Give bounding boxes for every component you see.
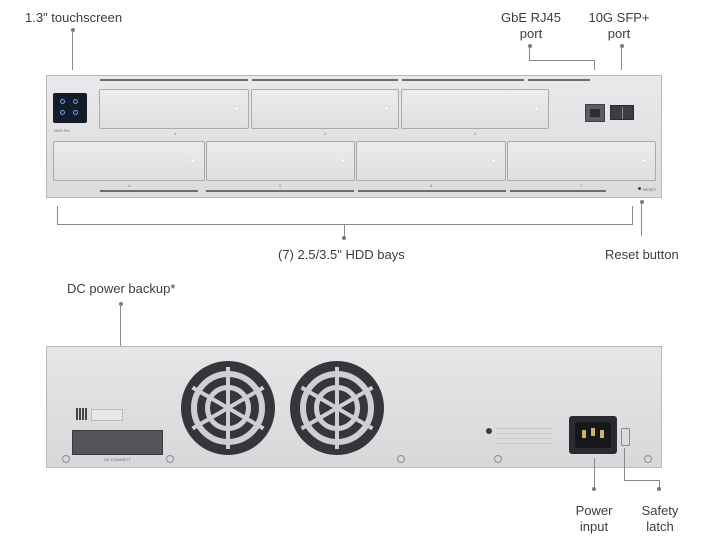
latch-callout-line-a (624, 448, 625, 480)
bay-number: 2 (324, 131, 327, 136)
dc-connect-text: DC CONNECT (104, 457, 131, 462)
front-vent-slot (206, 190, 354, 192)
power-callout-line (594, 458, 595, 488)
regulatory-marks (496, 424, 552, 444)
screw-icon (644, 455, 652, 463)
front-vent-slot (528, 79, 590, 81)
reset-text: RESET (643, 187, 657, 192)
rj45-callout-line-a (529, 46, 530, 60)
power-input-label: Power input (566, 503, 622, 535)
front-vent-slot (510, 190, 606, 192)
touchscreen-callout-dot (71, 28, 75, 32)
sfp-callout-dot (620, 44, 624, 48)
latch-callout-line-b (624, 480, 660, 481)
latch-callout-dot (657, 487, 661, 491)
reset-callout-dot (640, 200, 644, 204)
sfp-port[interactable] (610, 105, 634, 120)
hdd-bracket-left (57, 206, 58, 224)
bay-number: 1 (174, 131, 177, 136)
rj45-callout-line-b (529, 60, 595, 61)
rj45-port-label-text: GbE RJ45 port (501, 10, 561, 41)
power-input-socket[interactable] (569, 416, 617, 454)
hdd-callout-line (344, 225, 345, 237)
bay-number: 3 (474, 131, 477, 136)
hdd-bay-2[interactable] (251, 89, 399, 129)
touchscreen-callout-line (72, 30, 73, 70)
cooling-fan-2 (290, 361, 384, 455)
touchscreen-display[interactable] (53, 93, 87, 123)
front-vent-slot (100, 190, 198, 192)
rj45-port-label: GbE RJ45 port (500, 10, 562, 42)
front-vent-slot (402, 79, 524, 81)
hdd-bay-3[interactable] (401, 89, 549, 129)
screw-icon (397, 455, 405, 463)
front-vent-slot (100, 79, 248, 81)
serial-label (91, 409, 123, 421)
hdd-bay-4[interactable] (53, 141, 205, 181)
reset-button[interactable] (638, 187, 641, 190)
rj45-callout-line-c (594, 60, 595, 70)
dc-power-port[interactable] (72, 430, 163, 455)
front-vent-slot (358, 190, 506, 192)
latch-callout-line-c (659, 480, 660, 488)
hdd-callout-dot (342, 236, 346, 240)
hdd-bracket-right (632, 206, 633, 224)
bay-number: 4 (128, 183, 131, 188)
hdd-bay-1[interactable] (99, 89, 249, 129)
reset-callout-line (641, 202, 642, 236)
hdd-bay-5[interactable] (206, 141, 355, 181)
power-callout-dot (592, 487, 596, 491)
hdd-bracket-bottom (57, 224, 633, 225)
sfp-port-label: 10G SFP+ port (586, 10, 652, 42)
dc-power-label: DC power backup* (67, 281, 176, 296)
safety-latch-label-text: Safety latch (641, 503, 679, 534)
safety-latch[interactable] (621, 428, 630, 446)
touchscreen-label: 1.3" touchscreen (25, 10, 123, 25)
rj45-callout-dot (528, 44, 532, 48)
bay-number: 6 (430, 183, 433, 188)
hdd-bay-6[interactable] (356, 141, 506, 181)
power-input-label-text: Power input (575, 503, 613, 534)
screw-icon (62, 455, 70, 463)
hdd-bays-label: (7) 2.5/3.5" HDD bays (278, 247, 405, 262)
bay-number: 7 (580, 183, 583, 188)
model-text: NVR Pro (54, 128, 70, 133)
bay-number: 5 (279, 183, 282, 188)
brand-logo-icon (486, 428, 492, 434)
hdd-bay-7[interactable] (507, 141, 656, 181)
screw-icon (494, 455, 502, 463)
dc-callout-dot (119, 302, 123, 306)
sfp-port-label-text: 10G SFP+ port (588, 10, 650, 41)
cooling-fan-1 (181, 361, 275, 455)
front-vent-slot (252, 79, 398, 81)
safety-latch-label: Safety latch (632, 503, 688, 535)
reset-button-label: Reset button (605, 247, 679, 262)
rj45-port[interactable] (585, 104, 605, 122)
sfp-callout-line (621, 46, 622, 70)
screw-icon (166, 455, 174, 463)
qr-code-label (76, 408, 88, 420)
